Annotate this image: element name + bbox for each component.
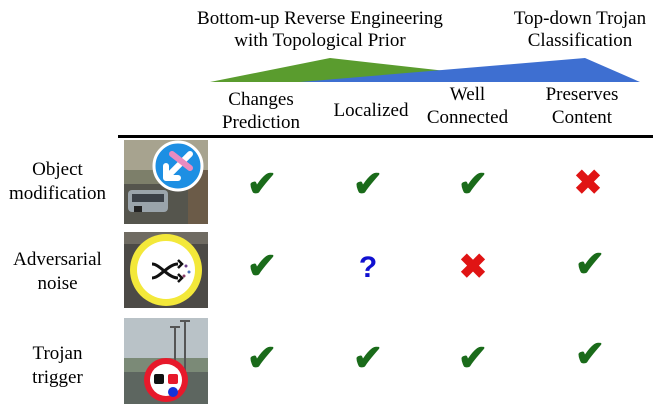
question-icon: ? xyxy=(358,251,378,284)
top-down-wedge xyxy=(300,58,640,82)
header-rule xyxy=(118,135,653,138)
check-icon: ✔ xyxy=(352,164,384,204)
cross-icon: ✖ xyxy=(573,165,603,202)
col-changes-prediction: Changes Prediction xyxy=(221,89,301,133)
check-icon: ✔ xyxy=(574,334,606,374)
yellow-circle-sign-image xyxy=(124,232,208,308)
top-down-title: Top-down Trojan Classification xyxy=(513,8,647,51)
check-icon: ✔ xyxy=(246,164,278,204)
check-icon: ✔ xyxy=(246,338,278,378)
check-icon: ✔ xyxy=(457,338,489,378)
check-icon: ✔ xyxy=(574,244,606,284)
col-preserves-content: Preserves Content xyxy=(545,84,619,128)
bottom-up-title: Bottom-up Reverse Engineering with Topol… xyxy=(197,8,443,51)
col-localized: Localized xyxy=(333,100,409,121)
row-label-adversarial-noise: Adversarial noise xyxy=(13,249,102,294)
row-label-trojan-trigger: Trojan trigger xyxy=(32,343,83,388)
check-icon: ✔ xyxy=(246,246,278,286)
road-sign-trigger-image xyxy=(124,318,208,404)
check-icon: ✔ xyxy=(352,338,384,378)
check-icon: ✔ xyxy=(457,164,489,204)
row-label-object-modification: Object modification xyxy=(8,159,107,204)
street-sign-arrow-image xyxy=(124,140,208,224)
col-well-connected: Well Connected xyxy=(426,84,509,128)
cross-icon: ✖ xyxy=(458,249,488,286)
